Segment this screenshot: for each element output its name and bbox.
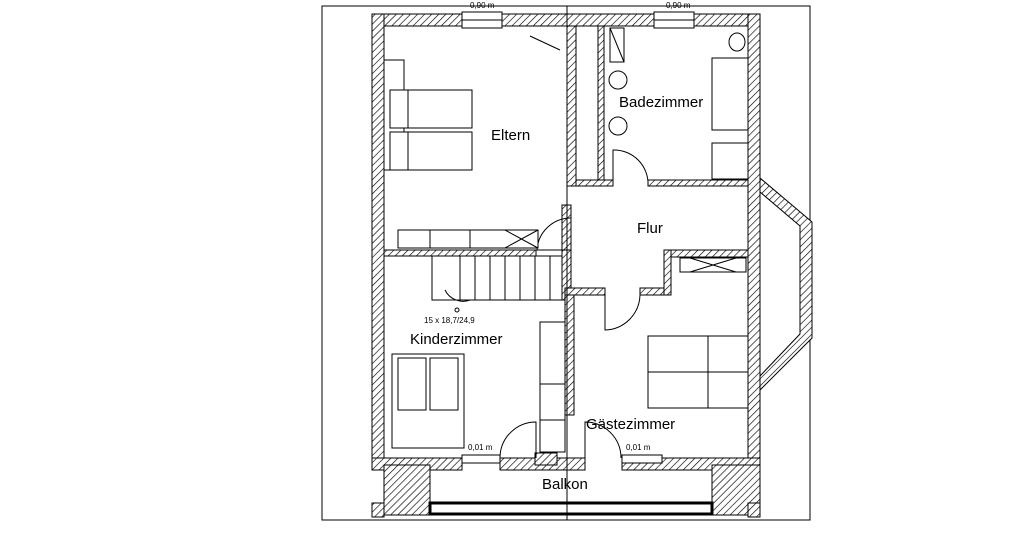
room-label-gaestezimmer: Gästezimmer <box>586 416 675 433</box>
balcony-railing <box>428 501 714 516</box>
dimension-window-right-bottom: 0,01 m <box>626 443 651 452</box>
kinderzimmer-furniture <box>391 321 566 453</box>
bathroom-fixtures <box>608 27 749 180</box>
bay-window <box>759 176 813 392</box>
room-label-balkon: Balkon <box>542 476 588 493</box>
dimension-window-left-bottom: 0,01 m <box>468 443 493 452</box>
room-label-eltern: Eltern <box>491 127 530 144</box>
gaestezimmer-furniture <box>647 257 749 409</box>
bottom-windows <box>461 454 663 464</box>
dimension-stair: 15 x 18,7/24,9 <box>424 316 475 325</box>
doors <box>499 149 649 459</box>
eltern-furniture <box>383 35 561 249</box>
room-label-badezimmer: Badezimmer <box>619 94 703 111</box>
staircase <box>431 255 563 313</box>
top-windows <box>461 11 695 29</box>
dimension-window-left-top: 0,90 m <box>470 1 495 10</box>
room-label-kinderzimmer: Kinderzimmer <box>410 331 503 348</box>
dimension-window-right-top: 0,90 m <box>666 1 691 10</box>
room-label-flur: Flur <box>637 220 663 237</box>
